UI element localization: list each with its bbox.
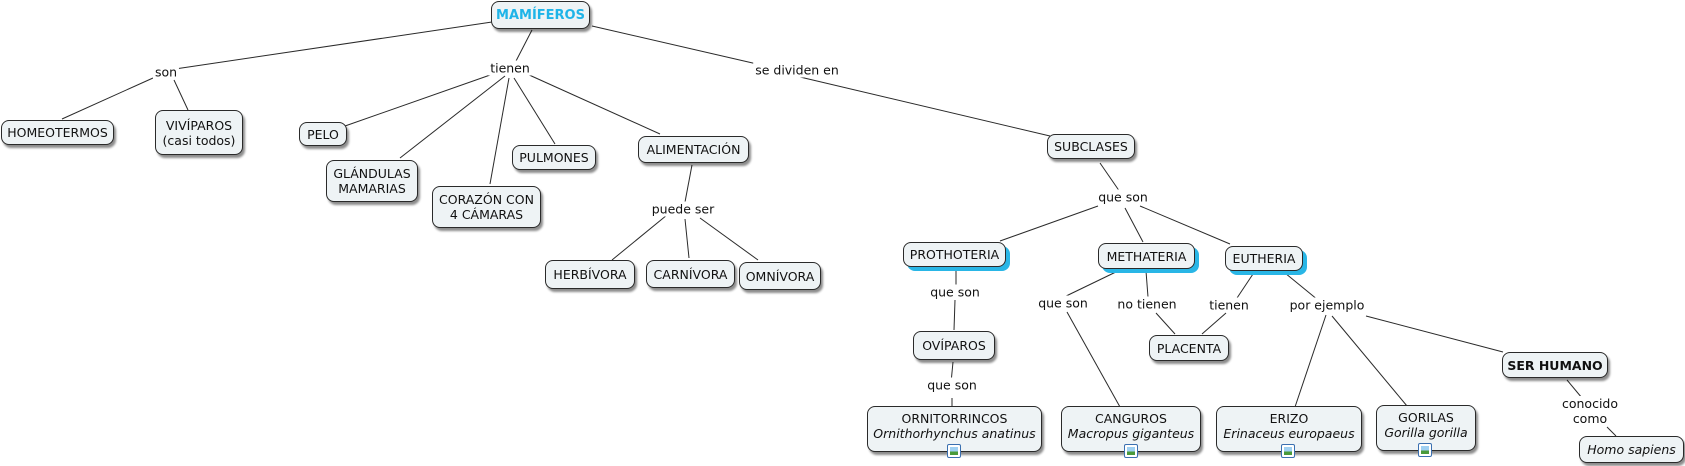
node-homo-sapiens[interactable]: Homo sapiens (1579, 436, 1684, 463)
link-son: son (152, 64, 180, 80)
node-pelo[interactable]: PELO (299, 122, 347, 146)
node-homo-sapiens-label: Homo sapiens (1587, 442, 1676, 457)
node-prothoteria[interactable]: PROTHOTERIA (903, 242, 1006, 267)
node-viviparos-label: VIVÍPAROS (165, 117, 233, 133)
link-se-dividen-en: se dividen en (753, 62, 841, 78)
link-no-tienen: no tienen (1115, 296, 1179, 312)
node-methateria[interactable]: METHATERIA (1098, 243, 1195, 269)
node-viviparos-note: (casi todos) (162, 132, 236, 148)
node-erizo-sci: Erinaceus europaeus (1223, 426, 1355, 441)
node-homeotermos[interactable]: HOMEOTERMOS (1, 120, 114, 145)
node-ser-humano[interactable]: SER HUMANO (1502, 352, 1608, 378)
link-que-son-prothoteria: que son (928, 284, 982, 300)
image-icon[interactable] (1281, 444, 1295, 458)
node-gorilas-label: GORILAS (1398, 410, 1454, 425)
node-eutheria[interactable]: EUTHERIA (1225, 246, 1303, 271)
node-corazon[interactable]: CORAZÓN CON 4 CÁMARAS (432, 186, 541, 228)
node-oviparos[interactable]: OVÍPAROS (913, 331, 995, 360)
link-que-son-subclases: que son (1096, 189, 1150, 205)
node-viviparos[interactable]: VIVÍPAROS (casi todos) (155, 110, 243, 155)
node-canguros-sci: Macropus giganteus (1067, 426, 1195, 441)
image-icon[interactable] (947, 444, 961, 458)
node-gorilas[interactable]: GORILAS Gorilla gorilla (1376, 405, 1476, 451)
link-que-son-methateria: que son (1036, 295, 1090, 311)
link-por-ejemplo: por ejemplo (1287, 297, 1367, 313)
node-ornitorrincos-label: ORNITORRINCOS (901, 411, 1008, 426)
image-icon[interactable] (1418, 443, 1432, 457)
node-ornitorrincos-sci: Ornithorhynchus anatinus (873, 426, 1036, 441)
node-carnivora[interactable]: CARNÍVORA (646, 260, 735, 288)
node-subclases[interactable]: SUBCLASES (1047, 134, 1135, 159)
node-glandulas-mamarias[interactable]: GLÁNDULAS MAMARIAS (326, 160, 418, 202)
link-tienen-eutheria: tienen (1207, 297, 1251, 313)
node-alimentacion[interactable]: ALIMENTACIÓN (638, 136, 749, 163)
link-puede-ser: puede ser (649, 201, 717, 217)
image-icon[interactable] (1124, 444, 1138, 458)
link-que-son-oviparos: que son (925, 377, 979, 393)
node-placenta[interactable]: PLACENTA (1149, 335, 1229, 361)
node-omnivora[interactable]: OMNÍVORA (739, 262, 821, 290)
link-conocido-como: conocido como (1553, 396, 1627, 426)
node-gorilas-sci: Gorilla gorilla (1384, 425, 1468, 440)
node-canguros-label: CANGUROS (1095, 411, 1167, 426)
node-ornitorrincos[interactable]: ORNITORRINCOS Ornithorhynchus anatinus (867, 406, 1042, 452)
link-tienen: tienen (488, 60, 532, 76)
node-erizo[interactable]: ERIZO Erinaceus europaeus (1216, 406, 1362, 452)
node-mamiferos[interactable]: MAMÍFEROS (491, 1, 590, 29)
node-pulmones[interactable]: PULMONES (512, 145, 596, 170)
node-herbivora[interactable]: HERBÍVORA (545, 260, 635, 289)
node-erizo-label: ERIZO (1269, 411, 1309, 426)
